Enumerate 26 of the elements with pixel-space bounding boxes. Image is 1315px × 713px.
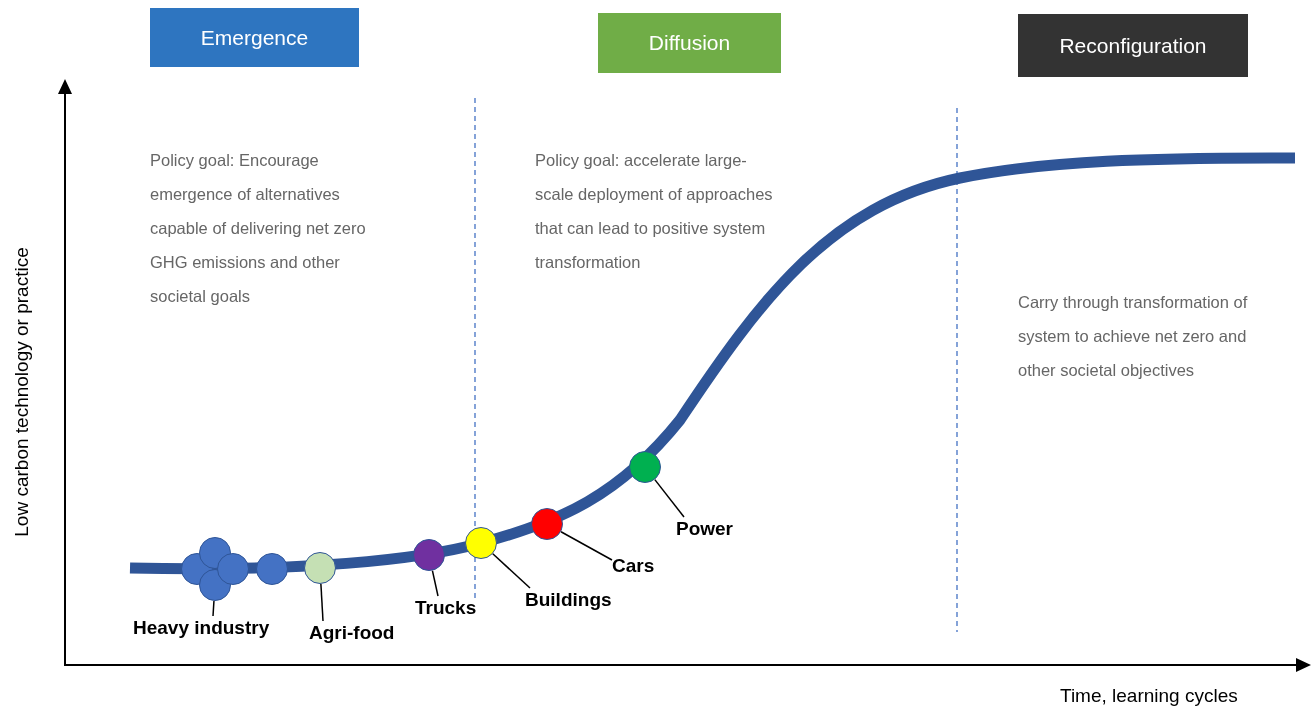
leader-line <box>560 531 613 561</box>
phase-box: Emergence <box>150 8 359 67</box>
leader-line <box>212 600 215 617</box>
sector-label: Trucks <box>415 596 477 620</box>
sector-label: Buildings <box>525 588 612 612</box>
policy-note: Policy goal: accelerate large-scale deployment of approaches that can lead to positive system transformation <box>535 150 774 273</box>
leader-line <box>654 478 685 518</box>
policy-note: Policy goal: Encourage emergence of alternatives capable of delivering net zero GHG emissions and other societal goals <box>150 150 367 307</box>
leader-line <box>320 583 324 622</box>
policy-note: Carry through transformation of system to achieve net zero and other societal objectives <box>1018 292 1248 381</box>
circle-marker <box>413 539 445 571</box>
circle-marker <box>465 527 497 559</box>
axis-label: Time, learning cycles <box>1060 685 1238 707</box>
phase-box: Reconfiguration <box>1018 14 1248 77</box>
circle-marker <box>304 552 336 584</box>
sector-label: Cars <box>612 554 655 578</box>
leader-line <box>431 569 439 597</box>
sector-label: Agri-food <box>309 621 395 645</box>
phase-box: Diffusion <box>598 13 781 73</box>
sector-label: Heavy industry <box>133 616 270 640</box>
sector-label: Power <box>676 517 734 541</box>
leader-line <box>492 553 531 589</box>
circle-marker <box>531 508 563 540</box>
circle-marker <box>256 553 288 585</box>
circle-marker <box>629 451 661 483</box>
axis-label: Low carbon technology or practice <box>11 247 33 537</box>
